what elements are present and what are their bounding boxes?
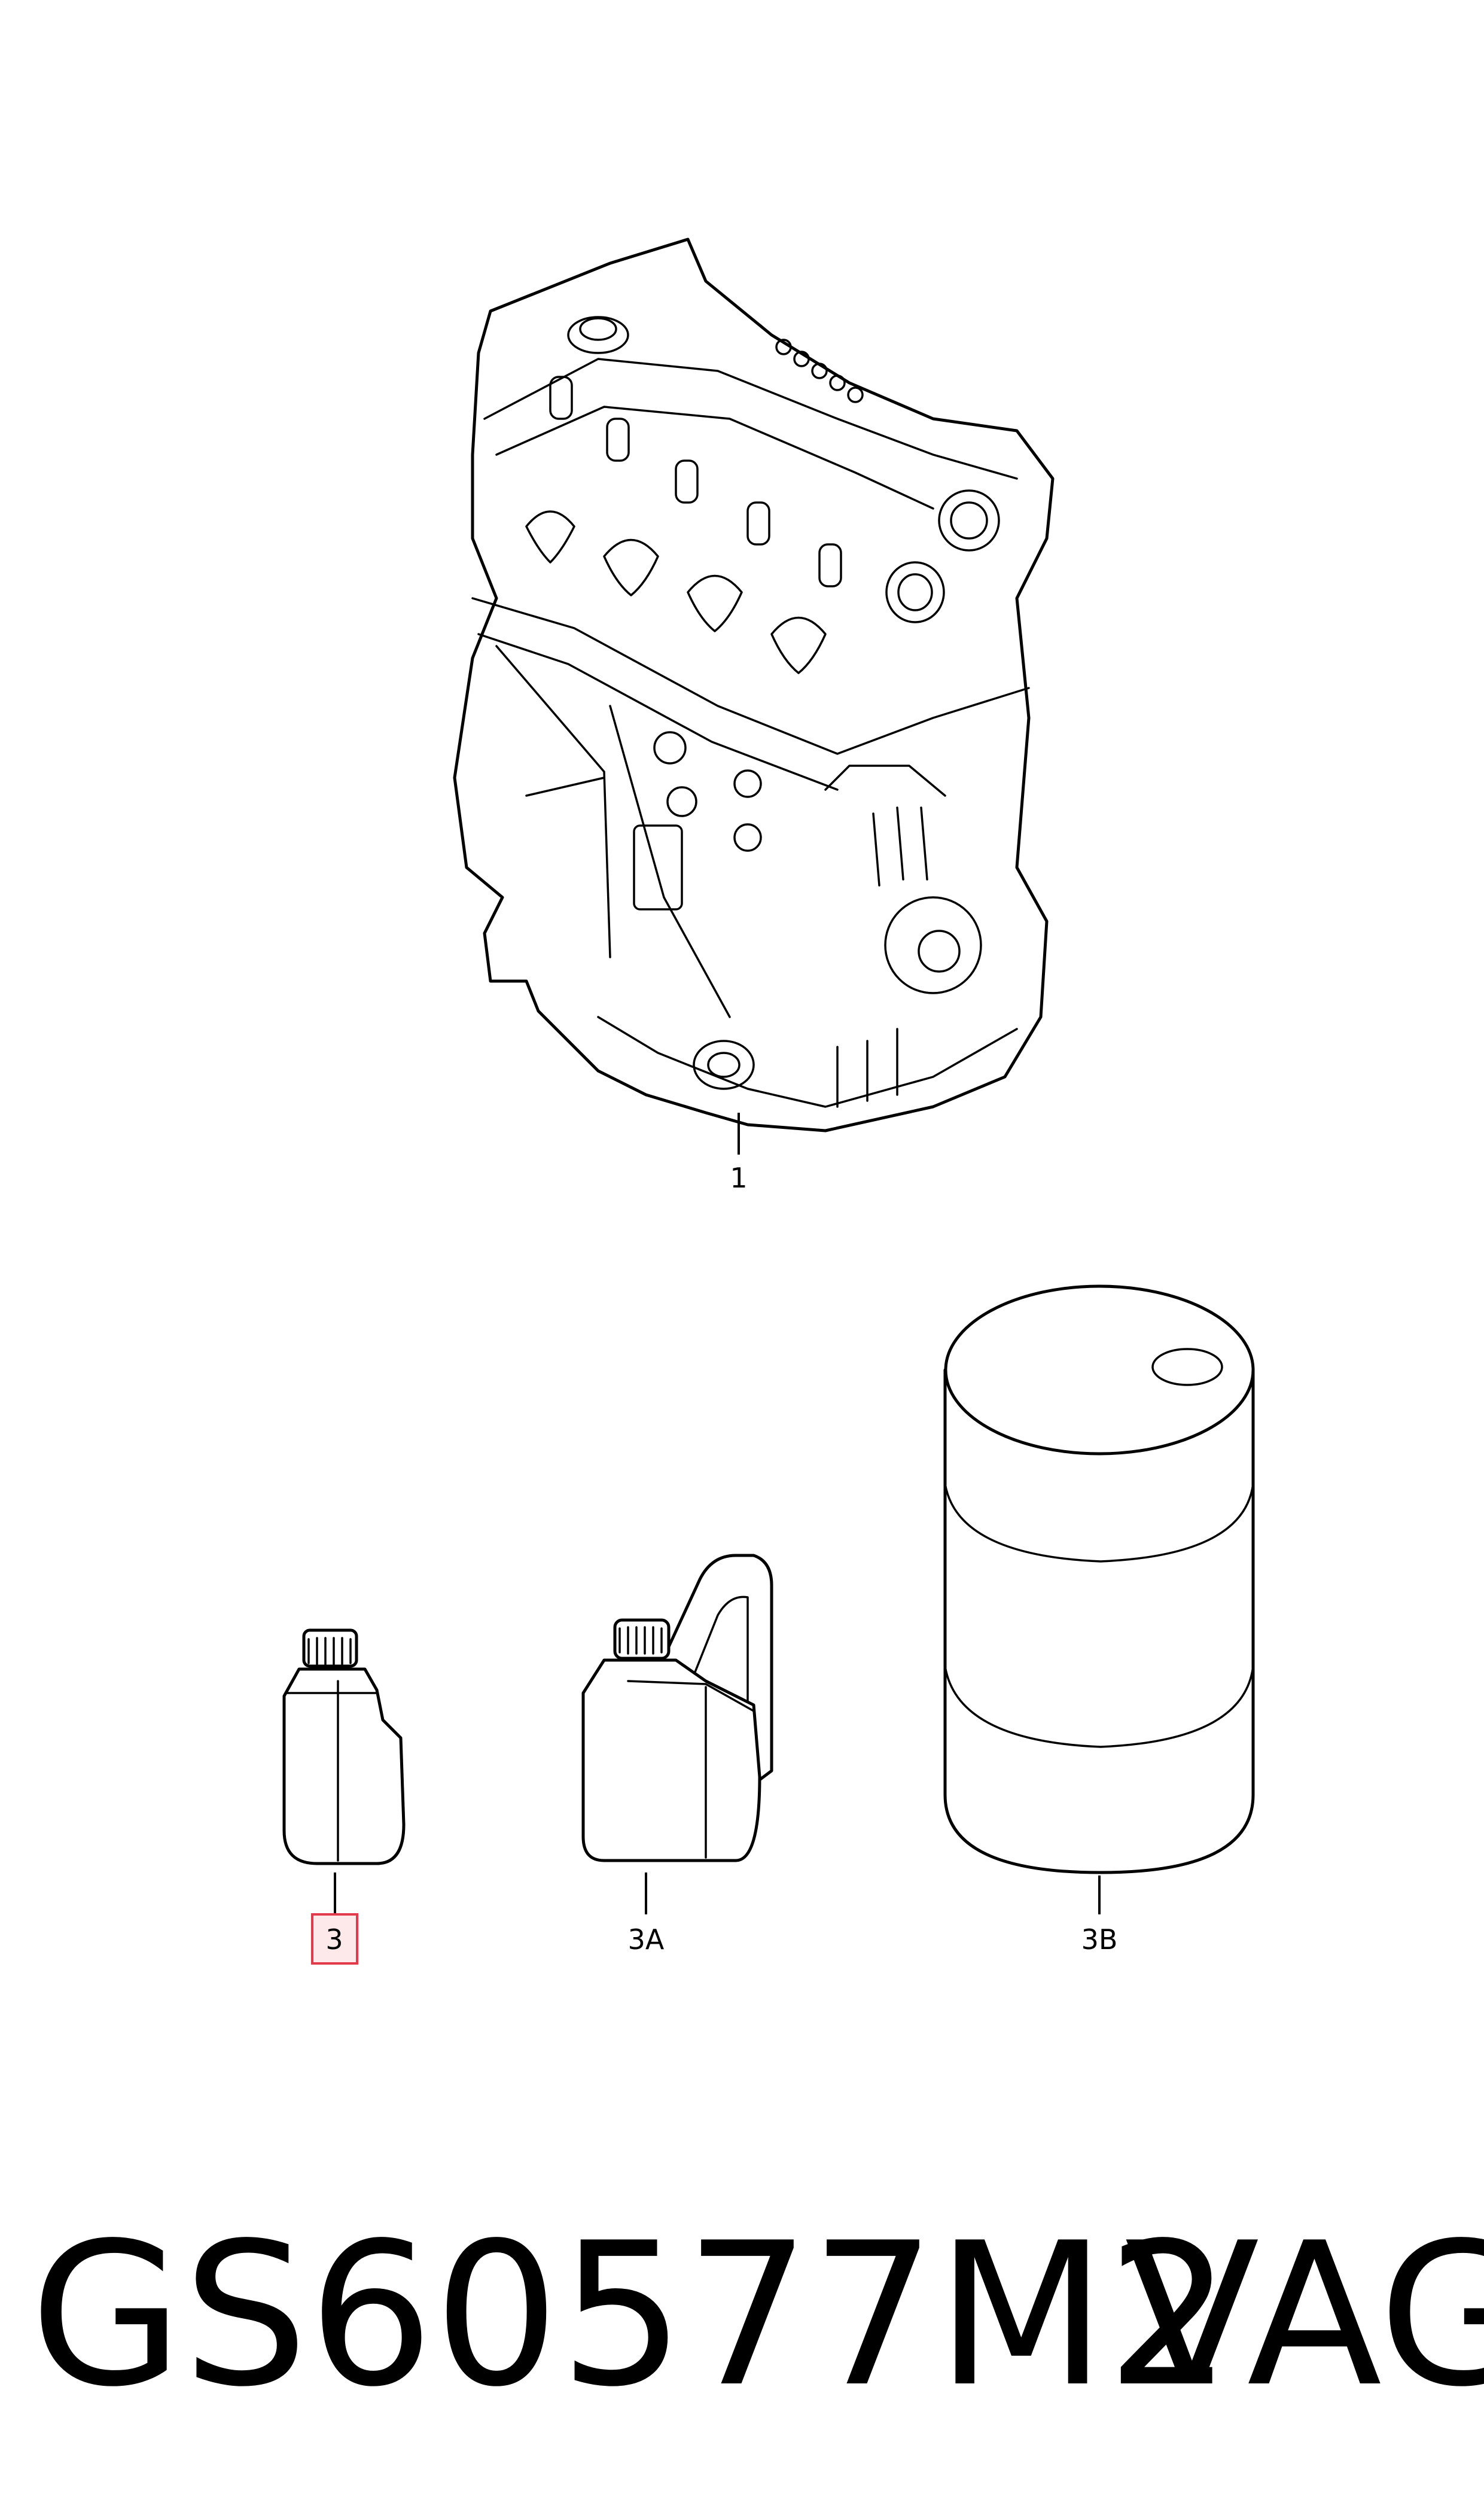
callout-3-highlight[interactable]: [311, 1913, 358, 1965]
drum-illustration: [943, 1284, 1255, 1874]
engine-block-illustration: [453, 238, 1055, 1132]
part-number-caption: GS60577M2: [30, 2200, 1232, 2430]
callout-1-label: 1: [730, 1162, 747, 1194]
canister-illustration: [581, 1554, 773, 1862]
callout-3b-label: 3B: [1081, 1923, 1118, 1956]
callout-3a-label: 3A: [628, 1923, 665, 1956]
brand-caption: VAG: [1125, 2200, 1484, 2430]
callout-3-label[interactable]: 3: [325, 1923, 343, 1956]
small-oil-bottle-illustration: [282, 1628, 406, 1865]
